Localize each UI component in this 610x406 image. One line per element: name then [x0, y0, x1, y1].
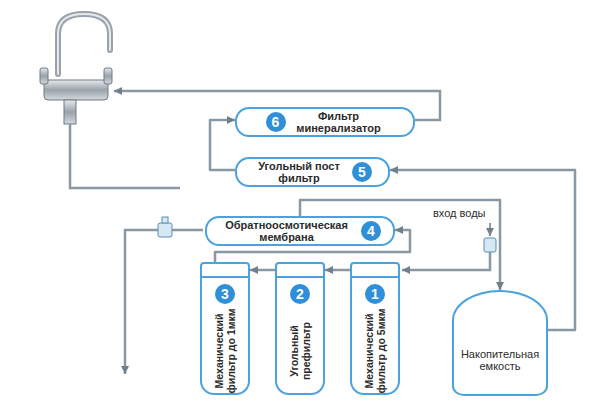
filter-label: Обратноосмотическая мембрана [219, 219, 354, 243]
flow-restrictor [158, 223, 172, 237]
callout-number: 4 [361, 221, 381, 241]
filter-capsule: Угольный пост фильтр 5 [235, 157, 390, 187]
inlet-label: вход воды [432, 207, 487, 219]
filter-housing: 1Механический фильтр до 5мкм [350, 262, 400, 395]
faucet-supply-pipe [70, 124, 180, 188]
filter-label: Механический фильтр до 5мкм [363, 308, 387, 393]
filter-cap [352, 264, 398, 278]
callout-number: 3 [215, 284, 235, 304]
filter-label: Механический фильтр до 1мкм [213, 308, 237, 393]
faucet-spout-highlight [58, 14, 110, 74]
callout-number: 6 [266, 112, 286, 132]
storage-tank: Накопительная емкость [452, 290, 548, 396]
filter-capsule: 6 Фильтр минерализатор [235, 107, 415, 137]
filter-label: Угольный пост фильтр [253, 160, 345, 184]
faucet-handle [40, 68, 48, 84]
inlet-pipe [402, 252, 490, 270]
filter-label: Накопительная емкость [456, 348, 544, 372]
filter-label: Фильтр минерализатор [293, 110, 385, 134]
water-pipe [325, 269, 350, 272]
filter-cap [277, 264, 323, 278]
faucet-spout [58, 14, 110, 74]
drain-pipe [125, 230, 203, 374]
flow-restrictor-knob [162, 217, 168, 223]
filter-capsule: Обратноосмотическая мембрана 4 [205, 216, 395, 246]
water-pipe [250, 269, 275, 272]
faucet-handle [104, 68, 112, 84]
callout-number: 2 [290, 284, 310, 304]
inlet-valve [484, 238, 496, 252]
filter-housing: 2Угольный префильтр [275, 262, 325, 395]
faucet-body [44, 80, 108, 100]
filter-label: Угольный префильтр [288, 308, 312, 393]
filter-cap [202, 264, 248, 278]
filter-housing: 3Механический фильтр до 1мкм [200, 262, 250, 395]
callout-number: 5 [352, 162, 372, 182]
callout-number: 1 [365, 284, 385, 304]
inlet-arrow [489, 223, 491, 236]
water-pipe [210, 120, 235, 170]
faucet-stem [64, 100, 76, 124]
